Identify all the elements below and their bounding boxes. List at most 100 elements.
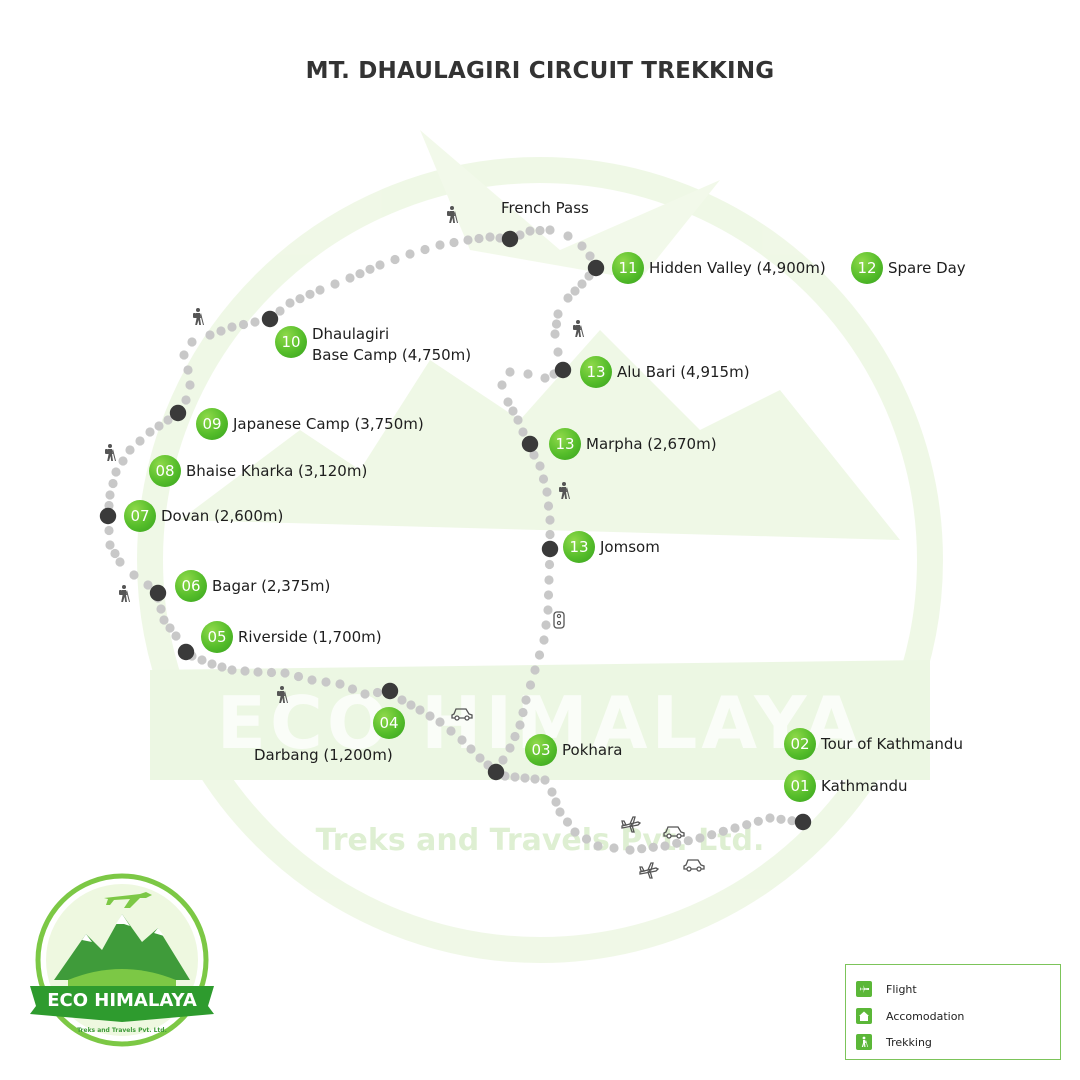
trail-dot (293, 671, 304, 682)
trail-dot (321, 677, 331, 687)
house-icon (856, 1008, 872, 1024)
trail-dot (163, 415, 173, 425)
trail-dot (518, 707, 528, 718)
car-icon (451, 708, 473, 721)
trail-dot (540, 775, 550, 785)
stop-spare-day: 12 Spare Day (851, 252, 966, 284)
trail-dot (365, 264, 375, 274)
stop-jomsom: 13 Jomsom (563, 531, 660, 563)
hiker-icon (447, 206, 458, 223)
stop-hidden-valley: 11 Hidden Valley (4,900m) (612, 252, 826, 284)
stop-label: Kathmandu (821, 776, 908, 795)
trail-dot (415, 705, 425, 715)
stop-badge: 09 (196, 408, 228, 440)
trail-dot (593, 841, 603, 851)
trail-dot (523, 369, 533, 379)
trail-dot (510, 731, 520, 742)
trail-dot (390, 254, 400, 265)
trail-dot (111, 467, 121, 477)
stop-badge: 08 (149, 455, 181, 487)
trail-dot (742, 820, 752, 830)
trail-dot (547, 787, 557, 797)
trail-dot (280, 668, 290, 678)
trail-dot (508, 406, 518, 416)
pass-label: French Pass (501, 199, 589, 217)
stop-pokhara: 03 Pokhara (525, 734, 622, 766)
trail (103, 225, 808, 855)
trail-dot (581, 834, 592, 844)
trail-dot (105, 540, 115, 550)
trail-dot (108, 478, 118, 489)
trail-dot (425, 711, 435, 721)
trail-dot (207, 659, 217, 669)
trail-dot (545, 225, 555, 235)
trail-dot (534, 650, 545, 660)
trail-dot (543, 501, 554, 511)
trail-dot (542, 487, 552, 497)
trail-dot (179, 350, 189, 360)
stop-badge: 04 (373, 707, 405, 739)
hiker-icon (105, 444, 116, 461)
legend-item-flight: Flight (856, 981, 917, 997)
trail-dot (525, 226, 535, 236)
trail-dot (183, 365, 193, 375)
stop-label: Tour of Kathmandu (821, 734, 963, 753)
trail-dot (165, 623, 175, 633)
trail-dot (765, 813, 775, 823)
trail-dot (660, 841, 670, 851)
logo-name: ECO HIMALAYA (47, 990, 197, 1011)
trail-dot (463, 235, 473, 245)
trail-dot (553, 309, 563, 319)
trail-node (541, 540, 559, 558)
trail-dot (545, 515, 555, 525)
trail-dot (104, 525, 114, 536)
trail-dot (562, 817, 573, 827)
trail-dot (295, 294, 305, 304)
trail-dot (544, 559, 555, 570)
trail-dot (550, 329, 560, 339)
trail-dot (355, 269, 365, 279)
trail-dot (541, 620, 551, 630)
trail-dot (551, 797, 561, 807)
stop-label: Spare Day (888, 258, 966, 277)
trail-dot (515, 720, 525, 730)
legend-item-trekking: Trekking (856, 1034, 932, 1050)
stop-tour-of-kathmandu: 02 Tour of Kathmandu (784, 728, 963, 760)
stop-japanese-camp: 09 Japanese Camp (3,750m) (196, 408, 424, 440)
trail-dot (238, 319, 249, 330)
trail-dot (159, 615, 169, 625)
stop-label: Alu Bari (4,915m) (617, 362, 750, 381)
trail-dot (240, 666, 250, 676)
trail-dot (347, 684, 358, 694)
trail-dot (730, 823, 740, 833)
trail-dot (115, 557, 125, 567)
trail-dot (525, 680, 536, 690)
trail-node (554, 361, 572, 379)
trail-dot (118, 456, 128, 466)
trail-dot (457, 735, 467, 745)
trail-dot (505, 367, 515, 377)
stop-riverside: 05 Riverside (1,700m) (201, 621, 382, 653)
trail-dot (315, 285, 325, 295)
trail-dot (435, 717, 445, 727)
stop-badge: 10 (275, 326, 307, 358)
legend-label: Accomodation (886, 1009, 965, 1023)
trail-dot (520, 773, 530, 783)
trail-node (99, 507, 117, 525)
trail-dot (185, 380, 195, 390)
trail-dot (535, 225, 545, 236)
stop-label: Dhaulagiri Base Camp (4,750m) (312, 324, 471, 366)
trail-dot (513, 415, 523, 425)
trail-dot (753, 816, 763, 826)
trail-dot (585, 251, 595, 261)
trail-dot (648, 842, 658, 852)
trail-dot (171, 631, 181, 641)
trail-node (381, 682, 399, 700)
stop-badge: 13 (563, 531, 595, 563)
trail-dot (510, 772, 520, 782)
stop-label: Riverside (1,700m) (238, 627, 382, 646)
stop-label: Jomsom (600, 537, 660, 556)
stop-badge: 05 (201, 621, 233, 653)
